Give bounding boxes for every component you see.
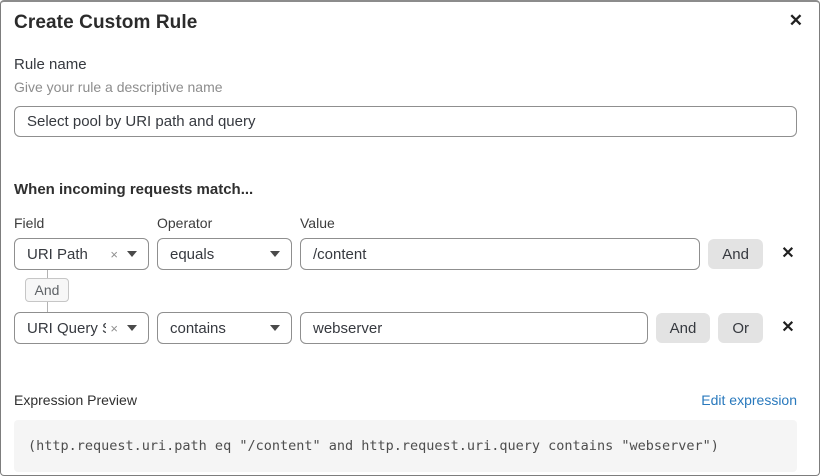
operator-select-value: equals xyxy=(170,245,215,263)
operator-select-value: contains xyxy=(170,319,226,337)
chevron-down-icon xyxy=(127,251,137,257)
expression-preview-header: Expression Preview Edit expression xyxy=(14,392,797,408)
condition-row: URI Query St... × contains And Or ✕ xyxy=(14,312,797,344)
field-select[interactable]: URI Query St... × xyxy=(14,312,149,344)
connector-line xyxy=(46,302,48,312)
chevron-down-icon xyxy=(270,325,280,331)
value-input[interactable] xyxy=(300,312,648,344)
and-connector-badge: And xyxy=(25,278,69,302)
condition-column-headers: Field Operator Value xyxy=(14,215,797,231)
condition-connector: And xyxy=(25,270,69,312)
field-select-value: URI Path xyxy=(27,245,88,263)
connector-line xyxy=(46,270,48,278)
operator-column-label: Operator xyxy=(157,215,213,231)
value-column-label: Value xyxy=(300,215,335,231)
clear-field-icon[interactable]: × xyxy=(110,320,118,336)
rule-name-hint: Give your rule a descriptive name xyxy=(14,79,223,95)
field-select-value: URI Query St... xyxy=(27,319,106,337)
operator-select[interactable]: equals xyxy=(157,238,292,270)
dialog-title: Create Custom Rule xyxy=(14,12,198,33)
add-and-condition-button[interactable]: And xyxy=(655,313,711,343)
remove-condition-icon[interactable]: ✕ xyxy=(779,246,797,262)
chevron-down-icon xyxy=(270,251,280,257)
expression-preview-label: Expression Preview xyxy=(14,392,137,408)
expression-code-preview: (http.request.uri.path eq "/content" and… xyxy=(14,420,797,472)
chevron-down-icon xyxy=(127,325,137,331)
add-or-condition-button[interactable]: Or xyxy=(718,313,763,343)
remove-condition-icon[interactable]: ✕ xyxy=(779,320,797,336)
rule-name-input[interactable] xyxy=(14,106,797,137)
field-select[interactable]: URI Path × xyxy=(14,238,149,270)
edit-expression-link[interactable]: Edit expression xyxy=(701,392,797,408)
clear-field-icon[interactable]: × xyxy=(110,246,118,262)
value-input[interactable] xyxy=(300,238,701,270)
close-icon[interactable]: ✕ xyxy=(785,8,807,33)
condition-row: URI Path × equals And ✕ xyxy=(14,238,797,270)
rule-name-label: Rule name xyxy=(14,56,87,73)
field-column-label: Field xyxy=(14,215,45,231)
add-and-condition-button[interactable]: And xyxy=(708,239,763,269)
operator-select[interactable]: contains xyxy=(157,312,292,344)
match-section-heading: When incoming requests match... xyxy=(14,181,254,198)
